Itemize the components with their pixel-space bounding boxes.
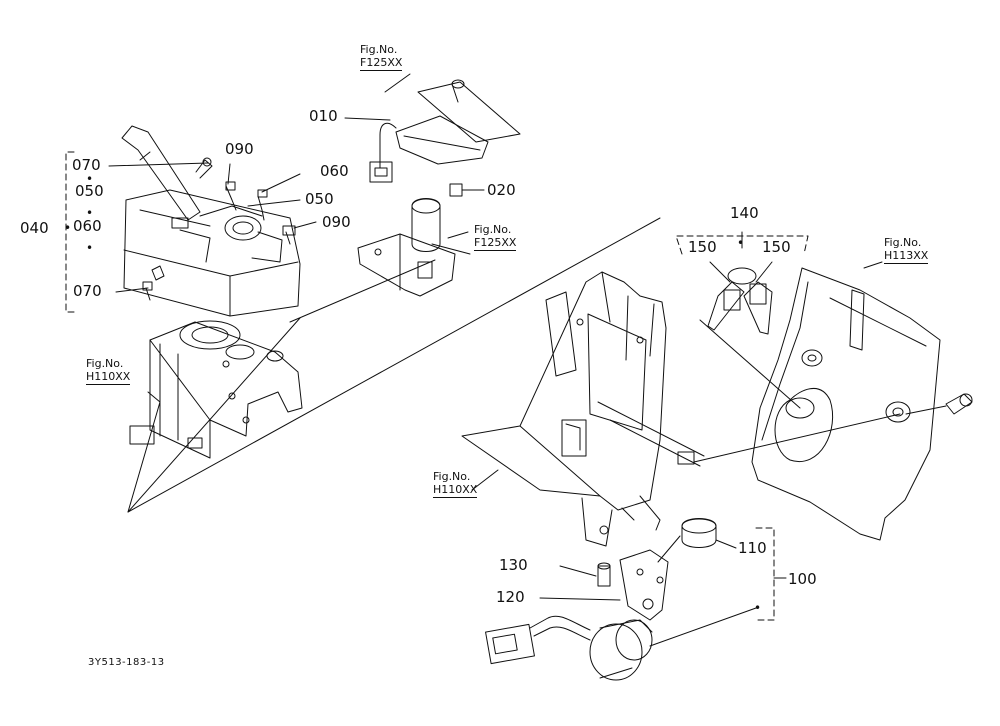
fig-ref-caption: Fig.No.	[474, 223, 512, 236]
label-100: 100	[788, 570, 817, 588]
hour-meter-bracket	[755, 527, 787, 621]
set-dot: •	[754, 601, 762, 615]
exploded-outline	[127, 217, 661, 513]
key-set-bracket	[675, 231, 809, 255]
label-070-bottom: 070	[73, 282, 102, 300]
set-dot: •	[86, 206, 94, 220]
label-070-top: 070	[72, 156, 101, 174]
label-050: 050	[305, 190, 334, 208]
fig-ref-f125-mid: Fig.No. F125XX	[474, 223, 517, 251]
fig-ref-number: F125XX	[474, 236, 517, 251]
column-switch-assembly	[108, 125, 317, 317]
fig-ref-h110-center: Fig.No. H110XX	[433, 470, 478, 498]
label-050-set: 050	[75, 182, 104, 200]
label-040: 040	[20, 219, 49, 237]
label-130: 130	[499, 556, 528, 574]
set-dot: •	[64, 221, 72, 235]
fig-ref-caption: Fig.No.	[433, 470, 471, 483]
set-dot: •	[737, 236, 745, 250]
column-bracket	[129, 320, 303, 459]
set-dot: •	[86, 172, 94, 186]
fig-ref-caption: Fig.No.	[884, 236, 922, 249]
label-110: 110	[738, 539, 767, 557]
fig-ref-number: H110XX	[433, 483, 478, 498]
label-020: 020	[487, 181, 516, 199]
fig-ref-h110-left: Fig.No. H110XX	[86, 357, 131, 385]
label-010: 010	[309, 107, 338, 125]
label-060-set: 060	[73, 217, 102, 235]
fig-ref-caption: Fig.No.	[86, 357, 124, 370]
key-switch-harness	[344, 73, 521, 197]
drawing-code: 3Y513-183-13	[88, 657, 165, 668]
panel-frame	[461, 271, 705, 547]
fig-ref-number: H113XX	[884, 249, 929, 264]
keys	[707, 261, 773, 335]
key-cylinder-bracket	[357, 198, 471, 297]
fig-ref-number: H110XX	[86, 370, 131, 385]
label-150-right: 150	[762, 238, 791, 256]
leader-lines	[147, 231, 469, 403]
label-090: 090	[322, 213, 351, 231]
label-090-top: 090	[225, 140, 254, 158]
label-140: 140	[730, 204, 759, 222]
fig-ref-f125-top: Fig.No. F125XX	[360, 43, 403, 71]
fig-ref-number: F125XX	[360, 56, 403, 71]
switch-set-bracket	[65, 151, 75, 313]
hour-meter	[485, 518, 757, 681]
fig-ref-caption: Fig.No.	[360, 43, 398, 56]
label-120: 120	[496, 588, 525, 606]
label-060: 060	[320, 162, 349, 180]
panel-cover	[693, 261, 973, 541]
label-150-left: 150	[688, 238, 717, 256]
fig-ref-h113: Fig.No. H113XX	[884, 236, 929, 264]
set-dot: •	[86, 241, 94, 255]
